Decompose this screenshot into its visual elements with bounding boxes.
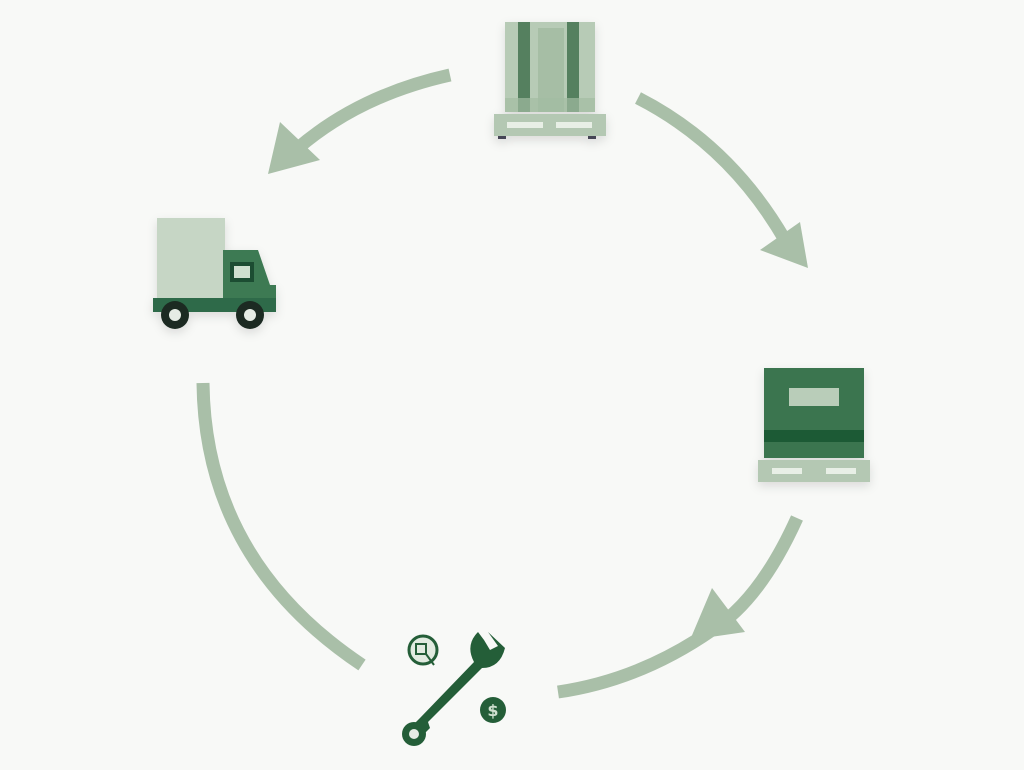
arrowhead-top-left (268, 122, 320, 174)
arrow-top-right (635, 92, 791, 244)
delivery-truck-icon (153, 218, 276, 329)
arrowhead-top-right (760, 222, 808, 268)
arrowhead-bottom-right (690, 588, 745, 640)
arrow-bottom-right (557, 515, 803, 699)
dollar-symbol: $ (487, 701, 498, 720)
wrench-icon (402, 632, 505, 746)
boxed-pallet-icon (758, 368, 870, 482)
arrow-top-left (293, 68, 452, 153)
maintenance-icon-group: $ (402, 632, 506, 746)
dollar-coin-icon: $ (480, 697, 506, 723)
inspection-badge-icon (407, 634, 439, 666)
stacked-pallet-icon (494, 22, 606, 139)
arrow-left (196, 382, 366, 671)
